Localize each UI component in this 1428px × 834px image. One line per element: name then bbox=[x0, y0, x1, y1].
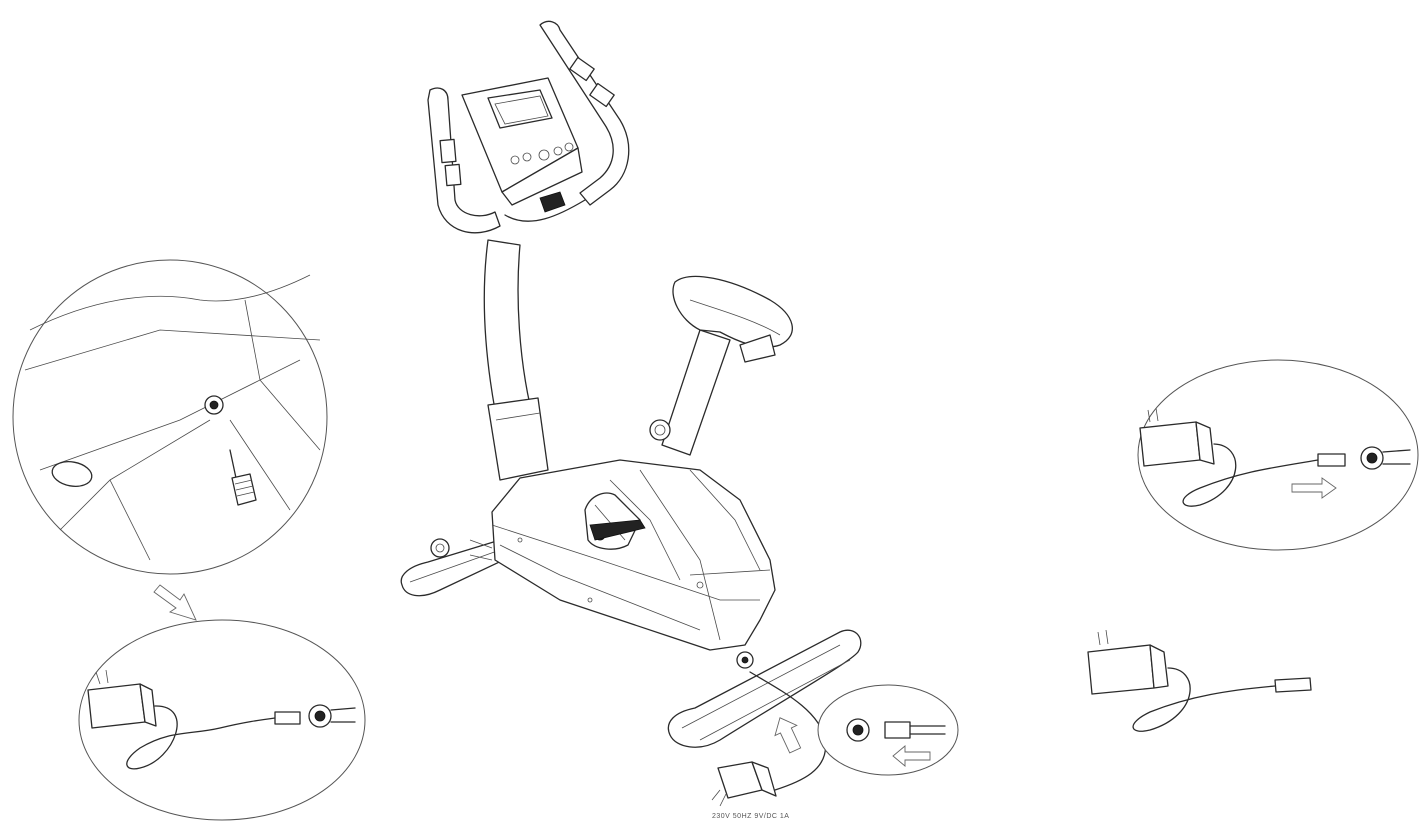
console bbox=[461, 77, 583, 213]
frame-shroud bbox=[469, 459, 776, 651]
adapter-connect-detail-right bbox=[1137, 359, 1419, 551]
pedal-crank bbox=[584, 492, 646, 550]
down-arrow-icon bbox=[153, 584, 197, 621]
exercise-bike bbox=[400, 20, 862, 748]
adapter-connect-detail-left bbox=[78, 619, 366, 821]
front-stabilizer bbox=[400, 538, 518, 597]
rear-stabilizer bbox=[667, 629, 862, 748]
console-post bbox=[483, 239, 549, 481]
socket-zoom-detail bbox=[12, 259, 328, 575]
handlebars bbox=[427, 20, 630, 234]
seat-assembly bbox=[649, 275, 793, 456]
power-socket bbox=[736, 651, 754, 669]
socket-detail-small bbox=[817, 684, 959, 776]
center-adapter: 230V 50HZ 9V/DC 1A bbox=[711, 671, 827, 820]
right-arrow-icon bbox=[1291, 477, 1337, 499]
adapter-rating-label: 230V 50HZ 9V/DC 1A bbox=[712, 813, 789, 820]
up-arrow-icon bbox=[774, 717, 802, 754]
left-arrow-icon bbox=[892, 745, 931, 767]
adapter-standalone bbox=[1087, 629, 1312, 732]
